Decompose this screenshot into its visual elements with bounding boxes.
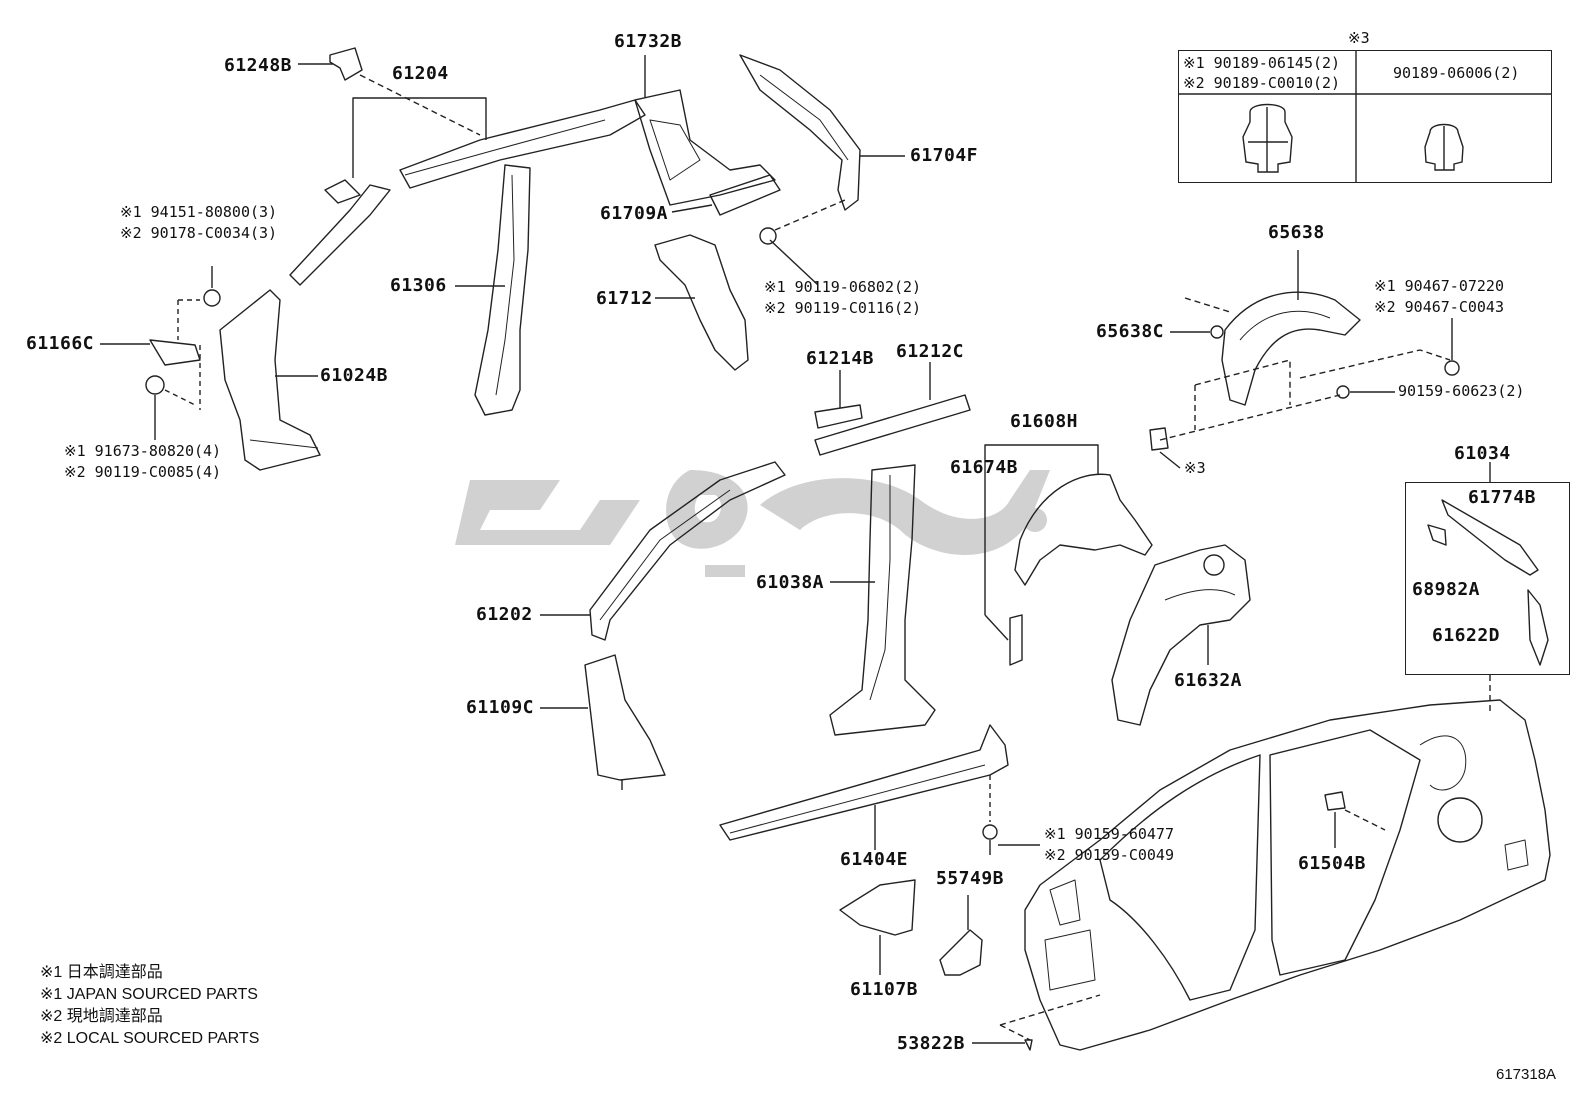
label-61774B[interactable]: 61774B bbox=[1468, 487, 1537, 508]
label-61504B[interactable]: 61504B bbox=[1298, 853, 1367, 874]
label-65638[interactable]: 65638 bbox=[1268, 222, 1325, 243]
label-61404E[interactable]: 61404E bbox=[840, 849, 909, 870]
clip-col1-line1[interactable]: ※1 90189-06145(2) bbox=[1183, 54, 1341, 72]
part-61632A-drawing bbox=[1111, 544, 1251, 726]
part-61404E-drawing bbox=[719, 724, 1040, 855]
part-61109C-drawing bbox=[540, 654, 666, 790]
fastener-90119-c0085[interactable]: ※2 90119-C0085(4) bbox=[64, 463, 222, 481]
label-61166C[interactable]: 61166C bbox=[26, 333, 95, 354]
fastener-90467-07220[interactable]: ※1 90467-07220 bbox=[1374, 277, 1504, 295]
fastener-ref-3[interactable]: ※3 bbox=[1184, 459, 1206, 477]
watermark-logo bbox=[455, 470, 1050, 577]
label-61107B[interactable]: 61107B bbox=[850, 979, 919, 1000]
label-61704F[interactable]: 61704F bbox=[910, 145, 979, 166]
part-61107B-drawing bbox=[839, 879, 916, 975]
clip-col1-line2[interactable]: ※2 90189-C0010(2) bbox=[1183, 74, 1341, 92]
part-61608H-drawing bbox=[984, 444, 1153, 666]
label-61034[interactable]: 61034 bbox=[1454, 443, 1511, 464]
fastener-90159-60477[interactable]: ※1 90159-60477 bbox=[1044, 825, 1174, 843]
clip-col2[interactable]: 90189-06006(2) bbox=[1393, 64, 1520, 82]
label-61109C[interactable]: 61109C bbox=[466, 697, 535, 718]
legend-line-2: ※1 JAPAN SOURCED PARTS bbox=[40, 986, 258, 1003]
fastener-90159-60623[interactable]: 90159-60623(2) bbox=[1398, 382, 1525, 400]
clip-icon-large bbox=[1241, 103, 1293, 173]
label-61608H[interactable]: 61608H bbox=[1010, 411, 1079, 432]
part-65638-drawing bbox=[1149, 250, 1460, 469]
part-61248B-drawing bbox=[298, 47, 481, 136]
clip-table: ※1 90189-06145(2) ※2 90189-C0010(2) 9018… bbox=[1177, 49, 1552, 183]
fastener-90159-c0049[interactable]: ※2 90159-C0049 bbox=[1044, 846, 1174, 864]
label-61622D[interactable]: 61622D bbox=[1432, 625, 1501, 646]
group-box-61034 bbox=[1405, 482, 1570, 675]
legend-line-3: ※2 現地調達部品 bbox=[40, 1008, 163, 1025]
legend-line-1: ※1 日本調達部品 bbox=[40, 964, 163, 981]
label-61709A[interactable]: 61709A bbox=[600, 203, 669, 224]
label-61212C[interactable]: 61212C bbox=[896, 341, 965, 362]
label-61674B[interactable]: 61674B bbox=[950, 457, 1019, 478]
label-61306[interactable]: 61306 bbox=[390, 275, 447, 296]
label-53822B[interactable]: 53822B bbox=[897, 1033, 966, 1054]
part-61034-drawing bbox=[1427, 462, 1549, 715]
label-55749B[interactable]: 55749B bbox=[936, 868, 1005, 889]
label-61248B[interactable]: 61248B bbox=[224, 55, 293, 76]
label-61732B[interactable]: 61732B bbox=[614, 31, 683, 52]
clip-icon-small bbox=[1423, 123, 1464, 171]
label-61038A[interactable]: 61038A bbox=[756, 572, 825, 593]
part-61504B-drawing bbox=[1324, 791, 1386, 848]
label-61204[interactable]: 61204 bbox=[392, 63, 449, 84]
clip-table-grid bbox=[1177, 49, 1552, 183]
part-61024B-drawing bbox=[100, 266, 321, 471]
part-61704F-drawing bbox=[739, 54, 905, 286]
clip-table-header: ※3 bbox=[1348, 29, 1370, 47]
diagram-code: 617318A bbox=[1496, 1066, 1557, 1083]
part-55749B-drawing bbox=[939, 895, 983, 976]
part-61732B-drawing bbox=[634, 55, 776, 206]
label-61024B[interactable]: 61024B bbox=[320, 365, 389, 386]
fastener-90178[interactable]: ※2 90178-C0034(3) bbox=[120, 224, 278, 242]
label-61712[interactable]: 61712 bbox=[596, 288, 653, 309]
part-61712-drawing bbox=[654, 234, 749, 371]
label-68982A[interactable]: 68982A bbox=[1412, 579, 1481, 600]
label-65638C[interactable]: 65638C bbox=[1096, 321, 1165, 342]
label-61202[interactable]: 61202 bbox=[476, 604, 533, 625]
part-61204-drawing bbox=[289, 97, 646, 286]
fastener-90119-c0116[interactable]: ※2 90119-C0116(2) bbox=[764, 299, 922, 317]
legend-line-4: ※2 LOCAL SOURCED PARTS bbox=[40, 1030, 260, 1047]
fastener-90467-c0043[interactable]: ※2 90467-C0043 bbox=[1374, 298, 1504, 316]
part-61038A-drawing bbox=[829, 464, 936, 736]
part-61306-drawing bbox=[455, 164, 531, 416]
fastener-91673[interactable]: ※1 91673-80820(4) bbox=[64, 442, 222, 460]
part-61202-drawing bbox=[540, 461, 786, 641]
part-61034-body-side-panel bbox=[972, 699, 1551, 1051]
fastener-90119-06802[interactable]: ※1 90119-06802(2) bbox=[764, 278, 922, 296]
part-61212C-drawing bbox=[814, 362, 971, 456]
label-61632A[interactable]: 61632A bbox=[1174, 670, 1243, 691]
fastener-94151[interactable]: ※1 94151-80800(3) bbox=[120, 203, 278, 221]
part-61709A-drawing bbox=[671, 174, 781, 216]
label-61214B[interactable]: 61214B bbox=[806, 348, 875, 369]
